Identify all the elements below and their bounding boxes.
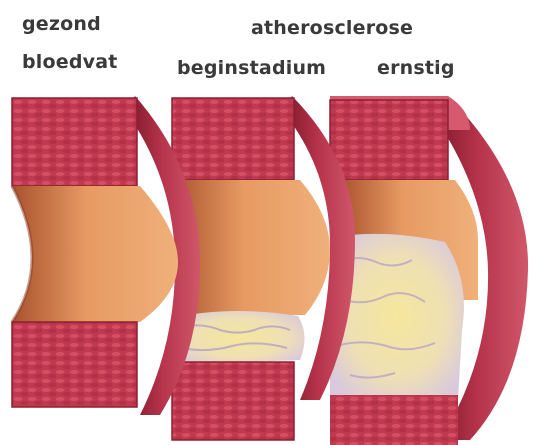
healthy-wall-bottom	[12, 322, 137, 407]
severe-wall-bottom	[330, 395, 458, 445]
healthy-wall-top	[12, 98, 137, 186]
artery-severe	[330, 96, 528, 445]
early-wall-bottom	[172, 362, 294, 440]
early-wall-top	[172, 98, 294, 180]
severe-wall-top	[330, 100, 448, 180]
healthy-lumen	[12, 186, 178, 322]
